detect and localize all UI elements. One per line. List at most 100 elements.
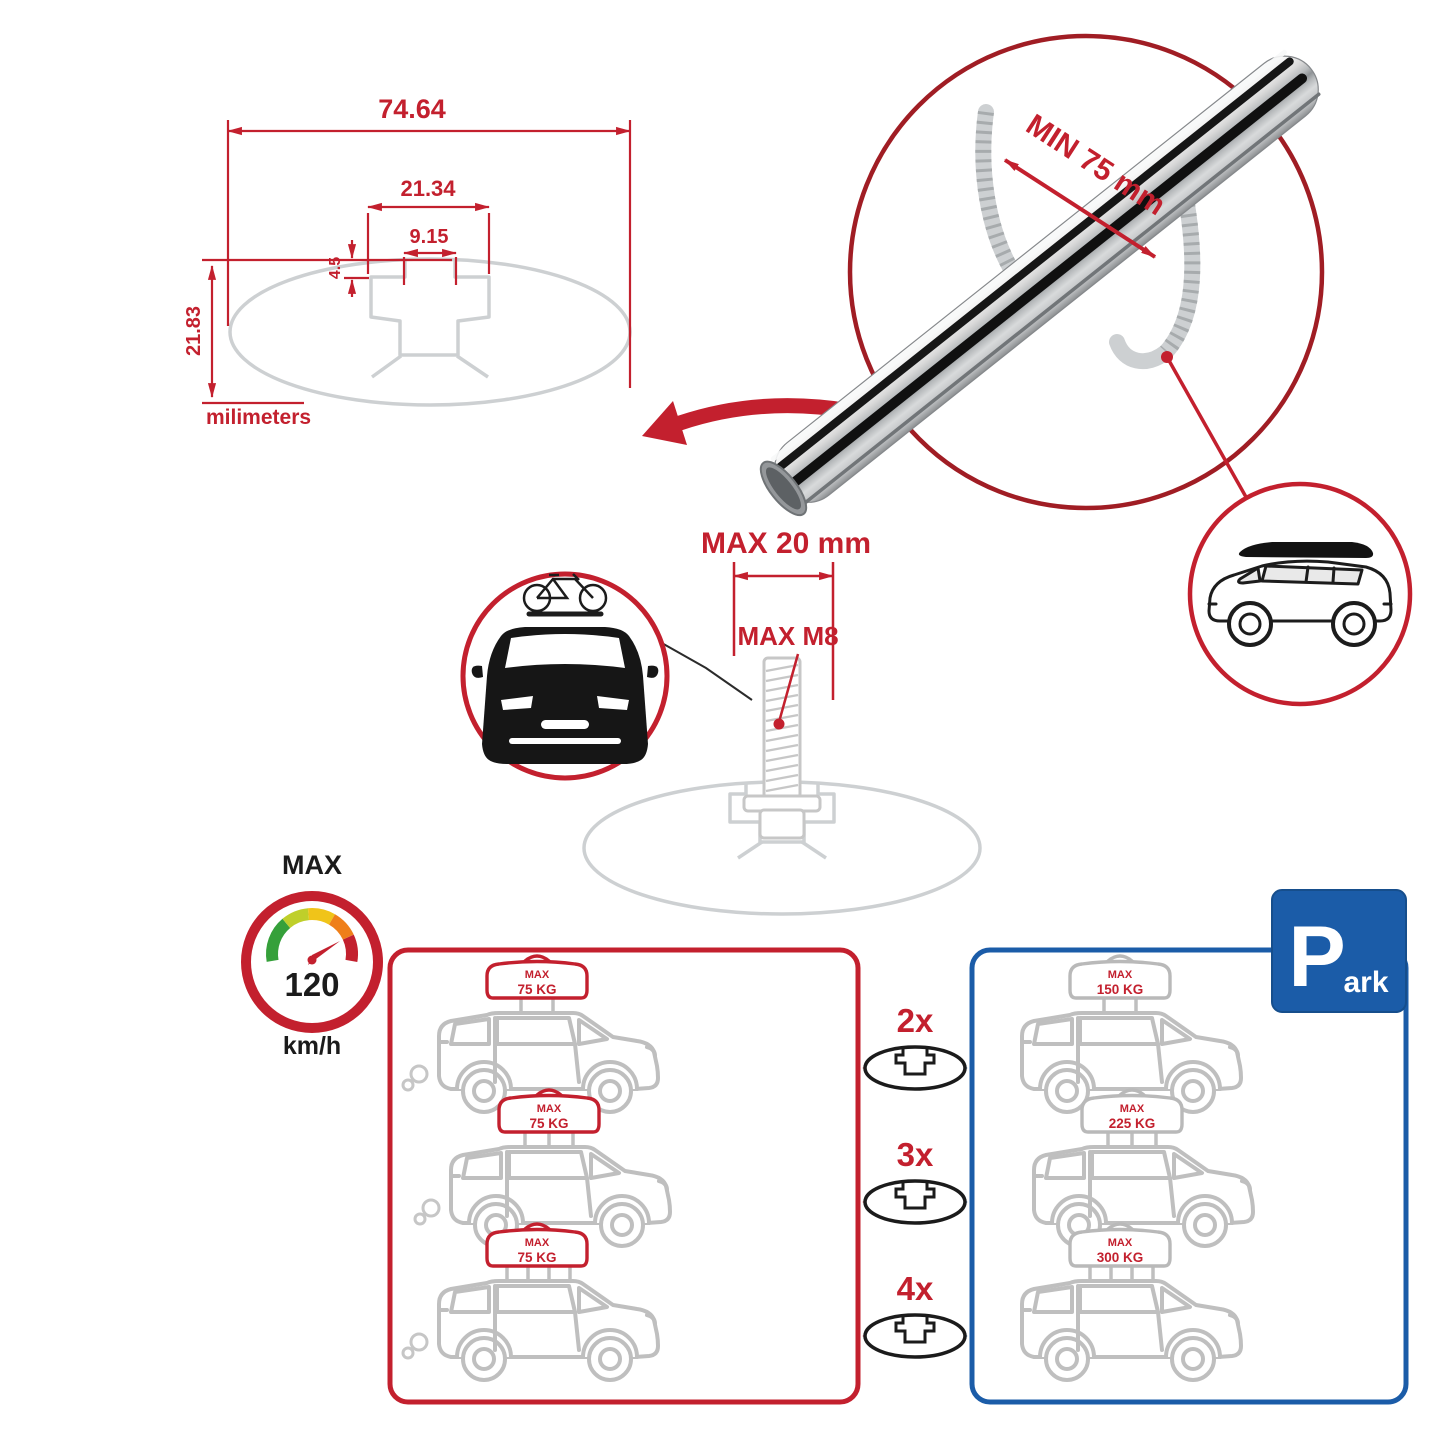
max-thread-label: MAX M8 bbox=[737, 621, 838, 651]
parked-panel: MAX 150 KG MAX 225 KG MAX 300 K bbox=[1020, 954, 1255, 1382]
car-with-cargo: MAX 300 KG bbox=[1020, 1222, 1243, 1382]
roof-rack-bars-icon bbox=[1088, 1266, 1155, 1280]
suv-wheel bbox=[1227, 601, 1273, 647]
park-sign-plate bbox=[1271, 889, 1407, 1013]
multiplier-row: 4x bbox=[862, 1270, 968, 1359]
min-span-arrow bbox=[1003, 158, 1157, 259]
exhaust-puff bbox=[401, 1346, 415, 1360]
dimension-diagram: 74.64 21.34 9.15 4.5 21.83 milimeters bbox=[183, 94, 632, 429]
exhaust-smoke-icon bbox=[413, 1198, 441, 1226]
total-width-value: 74.64 bbox=[378, 94, 446, 124]
car-icon bbox=[437, 1279, 660, 1382]
crossbar-profile-icon bbox=[863, 1313, 967, 1359]
crossbar-profile-slot bbox=[894, 1315, 936, 1344]
circle-leader-line bbox=[659, 641, 753, 701]
channel-width-value: 21.34 bbox=[400, 176, 456, 201]
multiplier-row: 3x bbox=[862, 1136, 968, 1225]
multiplier-row: 2x bbox=[862, 1002, 968, 1091]
bar-seam bbox=[803, 92, 1321, 505]
bag-max-label: MAX bbox=[1120, 1103, 1145, 1115]
car-bumper bbox=[509, 738, 621, 744]
multiplier-label: 2x bbox=[897, 1002, 934, 1039]
roof-rack-bars-icon bbox=[519, 998, 555, 1012]
suv-hub bbox=[1342, 612, 1366, 636]
bag-max-label: MAX bbox=[525, 1237, 550, 1249]
exhaust-puff bbox=[401, 1078, 415, 1092]
thread-leader-line bbox=[777, 653, 800, 723]
speed-unit: km/h bbox=[283, 1032, 341, 1060]
bag-weight-label: 75 KG bbox=[529, 1116, 568, 1131]
speed-limit-gauge: MAX 120 km/h bbox=[241, 850, 383, 1060]
bar-rubber-strip-mid bbox=[788, 73, 1308, 489]
total-height-value: 21.83 bbox=[183, 306, 205, 356]
bag-max-label: MAX bbox=[525, 969, 550, 981]
suv-wheel bbox=[1331, 601, 1377, 647]
max-length-label: MAX 20 mm bbox=[701, 527, 871, 560]
multiplier-label: 4x bbox=[897, 1270, 934, 1307]
gauge-arc-lime bbox=[282, 908, 310, 929]
bicycle-icon bbox=[522, 573, 608, 613]
driving-panel-border bbox=[387, 947, 861, 1405]
bag-weight-label: 300 KG bbox=[1097, 1250, 1144, 1265]
speed-title: MAX bbox=[282, 850, 342, 880]
gauge-arc-yellow bbox=[307, 908, 335, 925]
car-mirror bbox=[471, 665, 483, 678]
driving-panel: MAX 75 KG MAX 75 KG bbox=[401, 954, 672, 1382]
gauge-arc-orange bbox=[328, 914, 354, 940]
car-front-with-bike-icon bbox=[471, 573, 659, 764]
gauge-arc-segments bbox=[266, 908, 358, 962]
bolt-detail: MAX 20 mm MAX M8 bbox=[582, 527, 982, 916]
suv-windows bbox=[1260, 564, 1364, 586]
speedometer-icon: 120 bbox=[241, 891, 383, 1033]
park-sign: P ark bbox=[1271, 889, 1407, 1013]
bag-max-label: MAX bbox=[1108, 969, 1133, 981]
suv-hub bbox=[1238, 612, 1262, 636]
lip-depth-value: 4.5 bbox=[327, 257, 344, 279]
car-icon bbox=[1020, 1279, 1243, 1382]
bike-car-circle bbox=[460, 571, 753, 781]
car-mirror bbox=[647, 665, 659, 678]
car-grille bbox=[541, 720, 589, 729]
crossbar-profile-slot bbox=[894, 1181, 936, 1210]
bag-weight-label: 150 KG bbox=[1097, 982, 1144, 997]
bolt-t-head bbox=[758, 808, 806, 840]
bike-frame bbox=[536, 573, 594, 600]
suv-windshield bbox=[1237, 566, 1262, 585]
profile-channel bbox=[369, 261, 491, 357]
bike-wheel bbox=[578, 583, 608, 613]
profile-webs bbox=[370, 354, 489, 379]
gauge-arc-red bbox=[342, 934, 358, 962]
exhaust-puff bbox=[409, 1064, 429, 1084]
crossbar-profile-icon bbox=[863, 1045, 967, 1091]
dimension-lines bbox=[202, 120, 632, 405]
bag-weight-label: 225 KG bbox=[1109, 1116, 1156, 1131]
profile-webs-sketch bbox=[737, 840, 827, 860]
units-label: milimeters bbox=[206, 406, 311, 429]
exhaust-puff bbox=[421, 1198, 441, 1218]
profile-ellipse bbox=[228, 257, 632, 407]
multiplier-label: 3x bbox=[897, 1136, 934, 1173]
car-windshield bbox=[505, 634, 625, 668]
bolt-dimension-lines bbox=[732, 562, 835, 723]
clamp-hook-icon bbox=[975, 104, 1022, 282]
roof-rack-bars-icon bbox=[1102, 998, 1138, 1012]
slot-width-value: 9.15 bbox=[410, 226, 449, 248]
hook-threads bbox=[975, 110, 1021, 279]
swoosh-arrow-head bbox=[642, 401, 687, 445]
roof-rack-bars-icon bbox=[523, 1132, 575, 1146]
crossbar-profile-slot bbox=[894, 1047, 936, 1076]
bag-max-label: MAX bbox=[537, 1103, 562, 1115]
crossbar-profile-icon bbox=[863, 1179, 967, 1225]
multiplier-column: 2x 3x 4x bbox=[862, 1002, 968, 1359]
park-sign-rest: ark bbox=[1343, 966, 1388, 999]
speed-value: 120 bbox=[284, 966, 339, 1003]
swoosh-arrow-shaft bbox=[672, 398, 859, 431]
car-headlight bbox=[597, 696, 629, 710]
car-with-cargo: MAX 150 KG bbox=[1020, 954, 1243, 1114]
exhaust-puff bbox=[413, 1212, 427, 1226]
car-with-cargo: MAX 75 KG bbox=[401, 954, 660, 1114]
bar-end-opening bbox=[765, 467, 801, 510]
roof-rack-bars-icon bbox=[1106, 1132, 1158, 1146]
